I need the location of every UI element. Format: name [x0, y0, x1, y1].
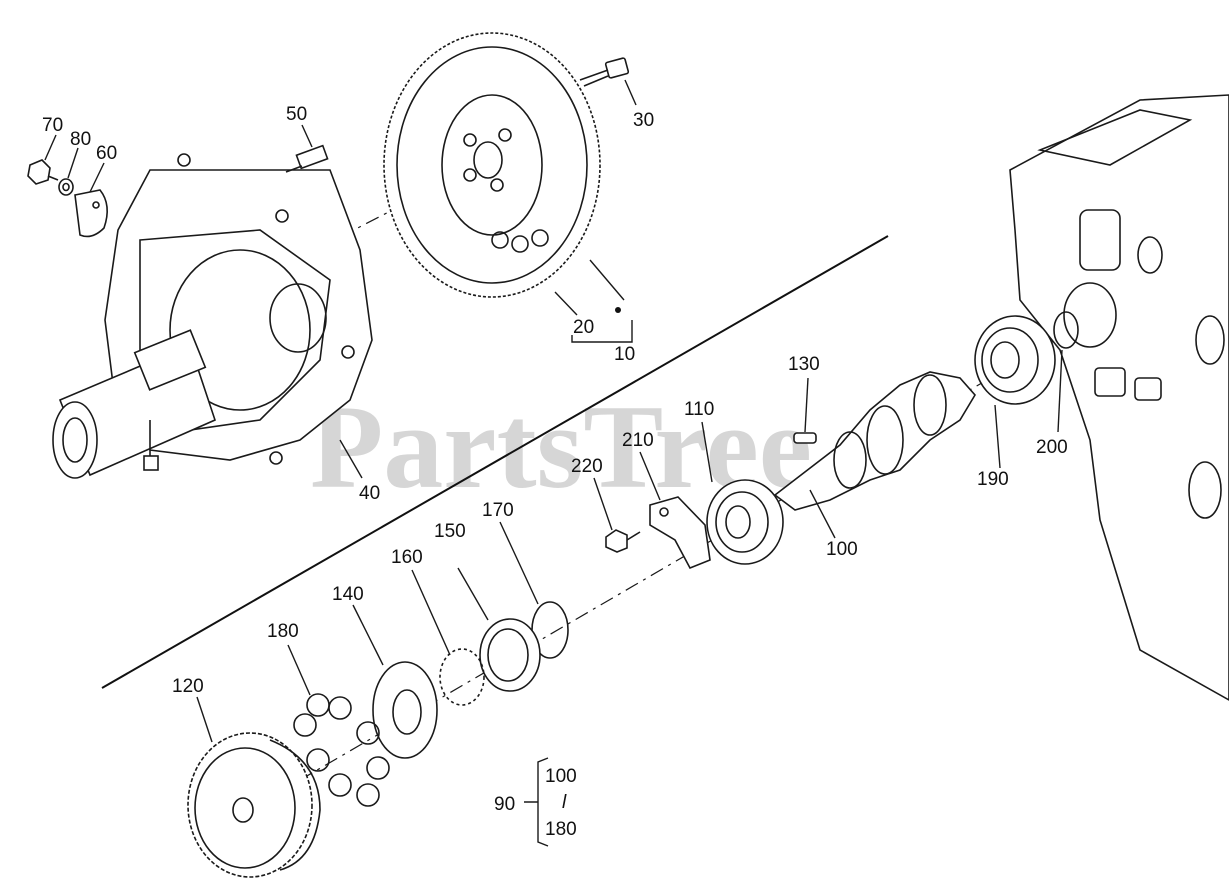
callout-40: 40 — [359, 483, 380, 504]
callout-80: 80 — [70, 129, 91, 150]
callout-10: 10 — [614, 344, 635, 365]
callout-60: 60 — [96, 143, 117, 164]
callout-50: 50 — [286, 104, 307, 125]
flywheel — [383, 32, 601, 298]
range-note-to: 180 — [545, 819, 577, 840]
circlip-200 — [1053, 311, 1079, 349]
bracket-10 — [571, 320, 633, 343]
thrust-washer-140 — [372, 661, 438, 759]
callout-100: 100 — [826, 539, 858, 560]
callout-20: 20 — [573, 317, 594, 338]
callout-220: 220 — [571, 456, 603, 477]
starter-motor — [52, 329, 216, 479]
callout-190: 190 — [977, 469, 1009, 490]
callout-200: 200 — [1036, 437, 1068, 458]
callout-30: 30 — [633, 110, 654, 131]
callout-170: 170 — [482, 500, 514, 521]
callout-210: 210 — [622, 430, 654, 451]
retainer-plate-210 — [649, 496, 711, 570]
leader-lines — [44, 79, 1063, 743]
washer-80 — [58, 178, 74, 196]
bolt-30 — [579, 57, 630, 87]
bolt-50 — [285, 144, 329, 173]
balls-180 — [293, 693, 390, 807]
key-130 — [793, 432, 817, 444]
dot-marker — [615, 307, 621, 313]
bearing-190 — [974, 315, 1056, 405]
engine-block — [1009, 94, 1229, 701]
plate-60 — [74, 189, 108, 238]
callout-130: 130 — [788, 354, 820, 375]
range-note-from: 100 — [545, 766, 577, 787]
callout-110: 110 — [684, 399, 714, 420]
callout-150: 150 — [434, 521, 466, 542]
callout-140: 140 — [332, 584, 364, 605]
callout-160: 160 — [391, 547, 423, 568]
bearing-110 — [706, 479, 784, 565]
range-note: 90 100 l 180 — [494, 766, 577, 840]
camshaft-100 — [773, 371, 976, 511]
bolt-70 — [27, 159, 59, 185]
callout-70: 70 — [42, 115, 63, 136]
callout-120: 120 — [172, 676, 204, 697]
section-divider — [101, 235, 889, 689]
gear-120 — [187, 732, 321, 878]
range-note-tilde: l — [562, 792, 567, 813]
callout-180: 180 — [267, 621, 299, 642]
seal-150 — [479, 618, 541, 692]
ball-ring-160 — [439, 648, 485, 706]
range-brace-90 — [524, 757, 549, 847]
range-note-label: 90 — [494, 794, 515, 815]
callout-labels: 30 50 70 80 60 40 20 10 130 110 210 220 … — [42, 104, 1068, 697]
bolt-220 — [605, 529, 641, 553]
